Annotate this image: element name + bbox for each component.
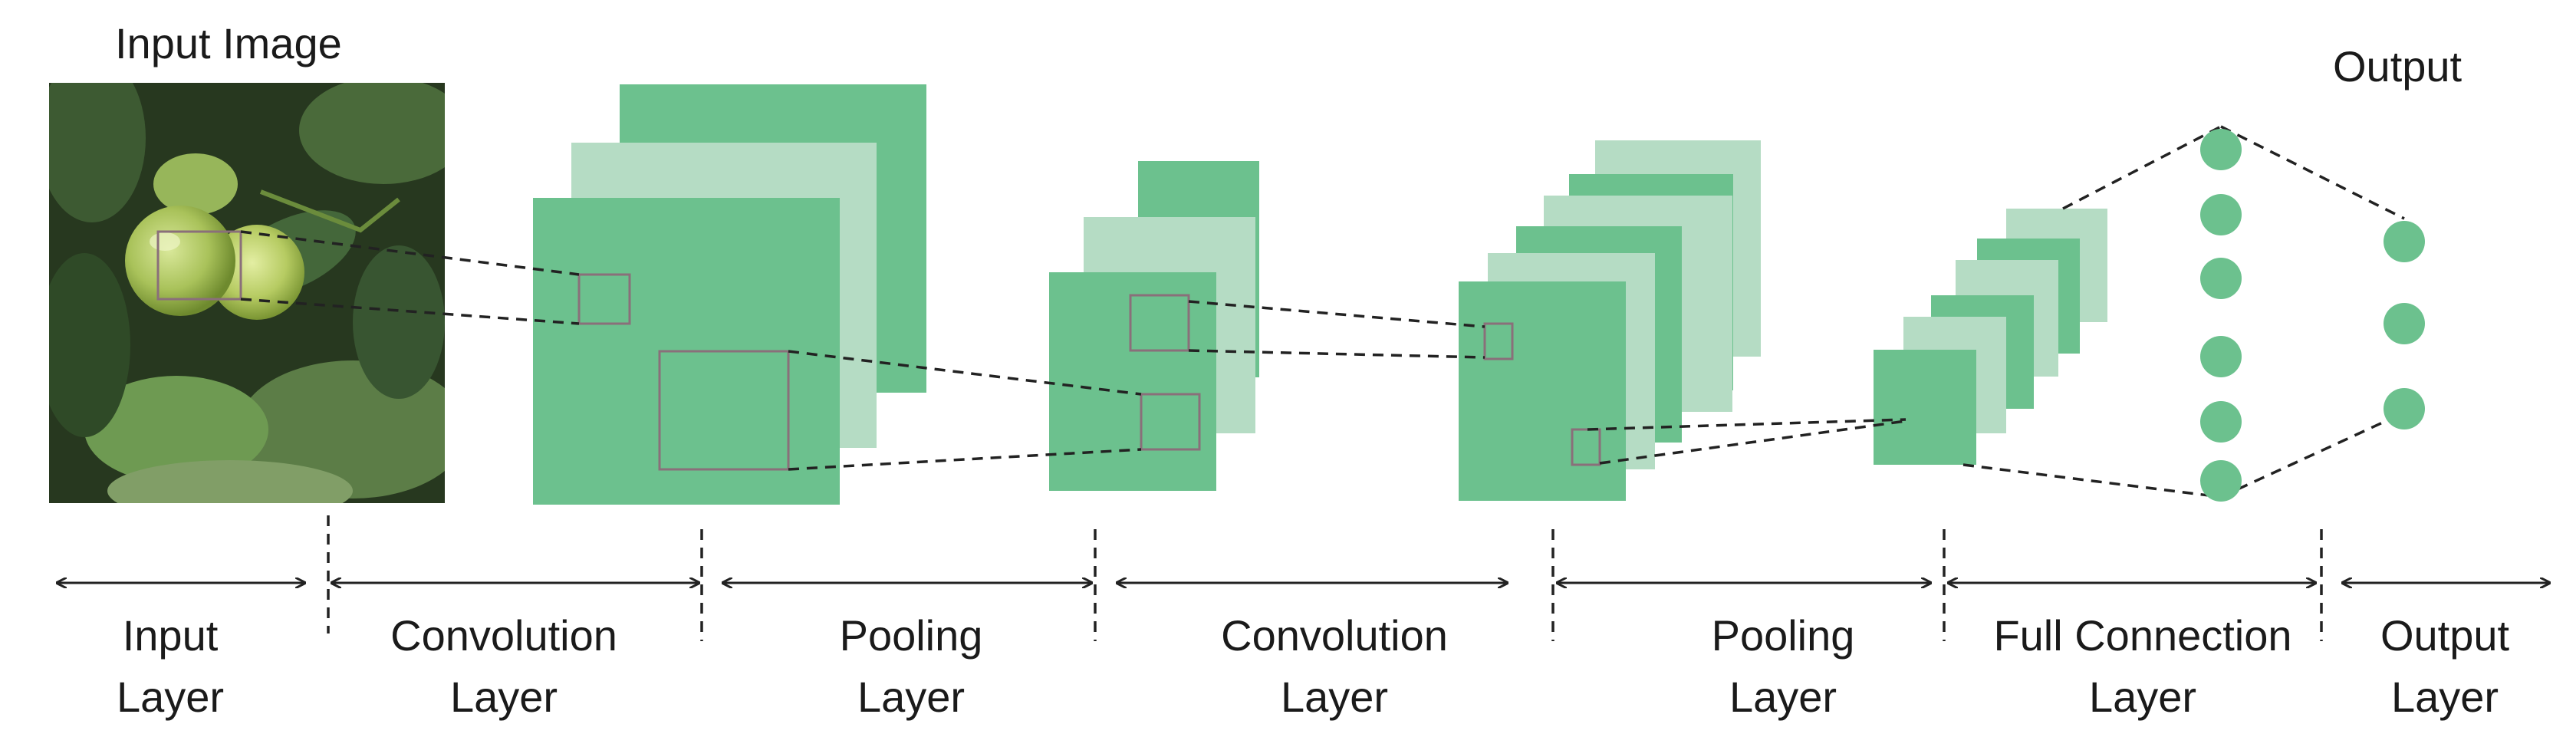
label-conv-layer-1-a: Convolution [390,611,617,660]
label-output-layer-b: Layer [2391,673,2499,721]
pooling-layer-1-feature-maps [1049,161,1259,491]
label-pool-layer-2-a: Pooling [1712,611,1855,660]
layer-dividers [327,515,2323,641]
conv-layer-2-feature-maps [1459,140,1761,501]
tomato-photo [49,83,445,503]
pooling-layer-2-feature-maps [1874,209,2107,465]
label-fc-layer-b: Layer [2089,673,2196,721]
label-pool-layer-1-a: Pooling [840,611,983,660]
label-conv-layer-2-a: Convolution [1221,611,1448,660]
layer-labels: Input Layer Convolution Layer Pooling La… [117,611,2510,721]
connection-lines [240,125,2405,499]
label-conv-layer-2-b: Layer [1281,673,1388,721]
label-pool-layer-1-b: Layer [857,673,965,721]
output-title: Output [2333,42,2462,90]
input-image-title: Input Image [115,19,342,67]
filter-box-input [156,230,242,301]
label-input-layer-1: Input [123,611,219,660]
label-pool-layer-2-b: Layer [1729,673,1837,721]
output-neurons [2384,221,2425,429]
conv-layer-1-feature-maps [533,84,926,505]
label-conv-layer-1-b: Layer [450,673,558,721]
label-fc-layer-a: Full Connection [1993,611,2291,660]
label-output-layer-a: Output [2380,611,2510,660]
label-input-layer-2: Layer [117,673,224,721]
full-connection-neurons [2200,129,2242,502]
